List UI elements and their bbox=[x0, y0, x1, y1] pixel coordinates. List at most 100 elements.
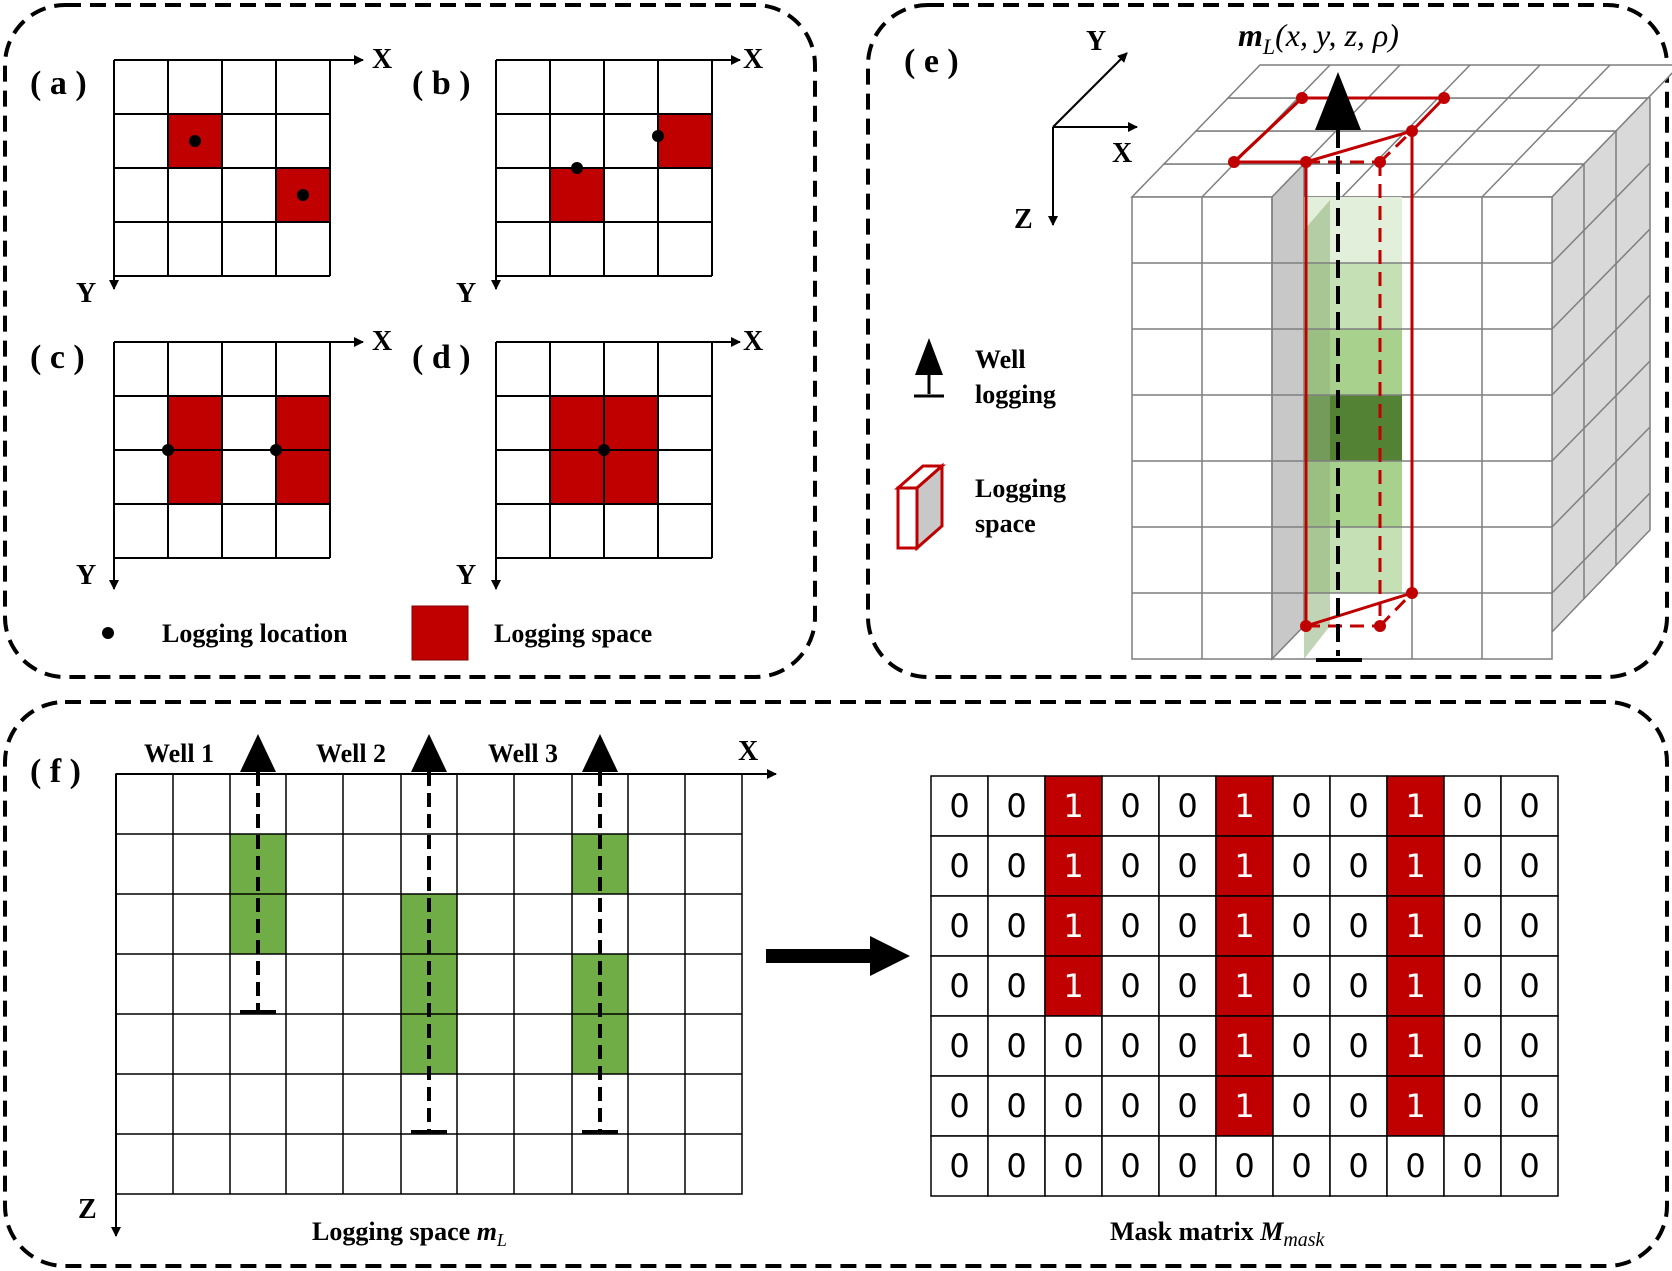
mask-cell-value: 1 bbox=[1063, 787, 1083, 825]
mask-cell-value: 1 bbox=[1234, 787, 1254, 825]
mask-cell-value: 1 bbox=[1405, 1027, 1425, 1065]
mask-cell bbox=[1443, 1075, 1502, 1137]
mask-cell-value: 1 bbox=[1234, 847, 1254, 885]
mask-cell-value: 0 bbox=[1177, 1027, 1197, 1065]
mask-cell-value: 1 bbox=[1405, 967, 1425, 1005]
panel-frame-f bbox=[3, 700, 1669, 1268]
mask-cell-value: 1 bbox=[1234, 1027, 1254, 1065]
panel-e: ( e ) mL(x, y, z, ρ) Y X Z bbox=[894, 17, 1672, 662]
mask-cell bbox=[1158, 775, 1217, 837]
mask-cell-value: 0 bbox=[949, 1027, 969, 1065]
mask-cell bbox=[1215, 955, 1274, 1017]
legend-space-label-2: space bbox=[975, 509, 1036, 538]
mask-cell-value: 0 bbox=[1006, 1087, 1026, 1125]
panel-d: X Y ( d ) bbox=[412, 326, 763, 591]
mask-cell bbox=[930, 895, 989, 957]
mask-cell-value: 0 bbox=[1405, 1147, 1425, 1185]
panel-frame-abcd bbox=[3, 3, 817, 679]
mask-cell bbox=[1329, 1015, 1388, 1077]
mask-cell bbox=[1443, 955, 1502, 1017]
x-axis-label: X bbox=[743, 326, 763, 357]
logging-location-dot bbox=[162, 444, 174, 456]
mask-cell bbox=[1500, 775, 1559, 837]
mask-cell-value: 0 bbox=[1120, 787, 1140, 825]
well-1 bbox=[240, 734, 276, 1014]
axis-y-arrow bbox=[1052, 52, 1128, 128]
legend-space-swatch bbox=[411, 605, 469, 661]
mask-cell-value: 0 bbox=[1348, 847, 1368, 885]
mask-cell bbox=[1101, 1135, 1160, 1197]
mask-cell-value: 1 bbox=[1234, 907, 1254, 945]
y-axis-label: Y bbox=[456, 560, 476, 591]
mask-cell bbox=[1500, 955, 1559, 1017]
legend-space-label-1: Logging bbox=[975, 474, 1066, 503]
mask-cell bbox=[1443, 835, 1502, 897]
mask-cell-value: 0 bbox=[1006, 847, 1026, 885]
mask-cell bbox=[1272, 1135, 1331, 1197]
mask-cell bbox=[1158, 835, 1217, 897]
panel-label: ( c ) bbox=[30, 339, 85, 376]
mask-cell-value: 1 bbox=[1063, 847, 1083, 885]
mask-cell bbox=[1158, 895, 1217, 957]
legend-well-label-2: logging bbox=[975, 380, 1056, 409]
mask-cell bbox=[1500, 1135, 1559, 1197]
y-axis-label: Y bbox=[456, 278, 476, 309]
y-axis-label: Y bbox=[76, 560, 96, 591]
mask-cell-value: 0 bbox=[1120, 967, 1140, 1005]
legend-space-label: Logging space bbox=[494, 619, 652, 648]
mask-cell-value: 0 bbox=[1519, 847, 1539, 885]
mask-cell-value: 0 bbox=[1177, 907, 1197, 945]
mask-cell-value: 0 bbox=[1519, 787, 1539, 825]
mask-cell-value: 0 bbox=[1348, 907, 1368, 945]
mask-cell-value: 1 bbox=[1405, 847, 1425, 885]
mask-cell bbox=[1101, 1015, 1160, 1077]
mask-cell bbox=[1158, 1015, 1217, 1077]
mask-cell bbox=[987, 775, 1046, 837]
mask-cell-value: 0 bbox=[1177, 967, 1197, 1005]
grid-4x4 bbox=[114, 342, 331, 559]
mask-cell bbox=[1101, 775, 1160, 837]
left-caption: Logging space mL bbox=[312, 1217, 507, 1250]
panel-label: ( b ) bbox=[412, 65, 471, 102]
mask-cell-value: 0 bbox=[1519, 967, 1539, 1005]
y-axis-label: Y bbox=[76, 278, 96, 309]
x-axis-label: X bbox=[743, 44, 763, 75]
grid-4x4 bbox=[496, 342, 713, 559]
prism-vertices bbox=[1228, 92, 1450, 632]
logging-location-dot bbox=[652, 130, 664, 142]
mask-cell bbox=[930, 955, 989, 1017]
mask-cell bbox=[1215, 775, 1274, 837]
mask-cell-value: 0 bbox=[1006, 787, 1026, 825]
well-triangle-icon bbox=[1315, 72, 1361, 130]
well-3 bbox=[582, 734, 618, 1134]
volume-title: mL(x, y, z, ρ) bbox=[1238, 17, 1399, 59]
mask-cell bbox=[1443, 1135, 1502, 1197]
mask-cell bbox=[987, 1135, 1046, 1197]
mask-cell bbox=[1500, 895, 1559, 957]
mask-cell-value: 1 bbox=[1234, 967, 1254, 1005]
mask-cell-value: 0 bbox=[1348, 1147, 1368, 1185]
mask-cell-value: 0 bbox=[1006, 1027, 1026, 1065]
legend-location-label: Logging location bbox=[162, 619, 348, 648]
mask-cell-value: 0 bbox=[1177, 1147, 1197, 1185]
logging-location-dot bbox=[297, 189, 309, 201]
legend-location-dot bbox=[102, 627, 114, 639]
mask-cell-value: 0 bbox=[1462, 1087, 1482, 1125]
grid-4x4 bbox=[496, 60, 713, 277]
mask-cell-value: 0 bbox=[1120, 1027, 1140, 1065]
panel-a: X Y ( a ) bbox=[30, 44, 392, 309]
panel-frame-e bbox=[866, 3, 1669, 679]
mask-cell bbox=[1386, 895, 1445, 957]
mask-cell-value: 0 bbox=[1462, 1147, 1482, 1185]
mask-cell-value: 0 bbox=[1291, 1087, 1311, 1125]
mask-cell-value: 0 bbox=[1006, 967, 1026, 1005]
mask-cell-value: 0 bbox=[1291, 1147, 1311, 1185]
panel-c: X Y ( c ) bbox=[30, 326, 392, 591]
panel-label: ( f ) bbox=[30, 753, 81, 790]
legend-well-label-1: Well bbox=[975, 345, 1026, 374]
axis-y-label: Y bbox=[1086, 26, 1106, 57]
logging-location-dot bbox=[270, 444, 282, 456]
logging-space-cell bbox=[658, 114, 712, 168]
